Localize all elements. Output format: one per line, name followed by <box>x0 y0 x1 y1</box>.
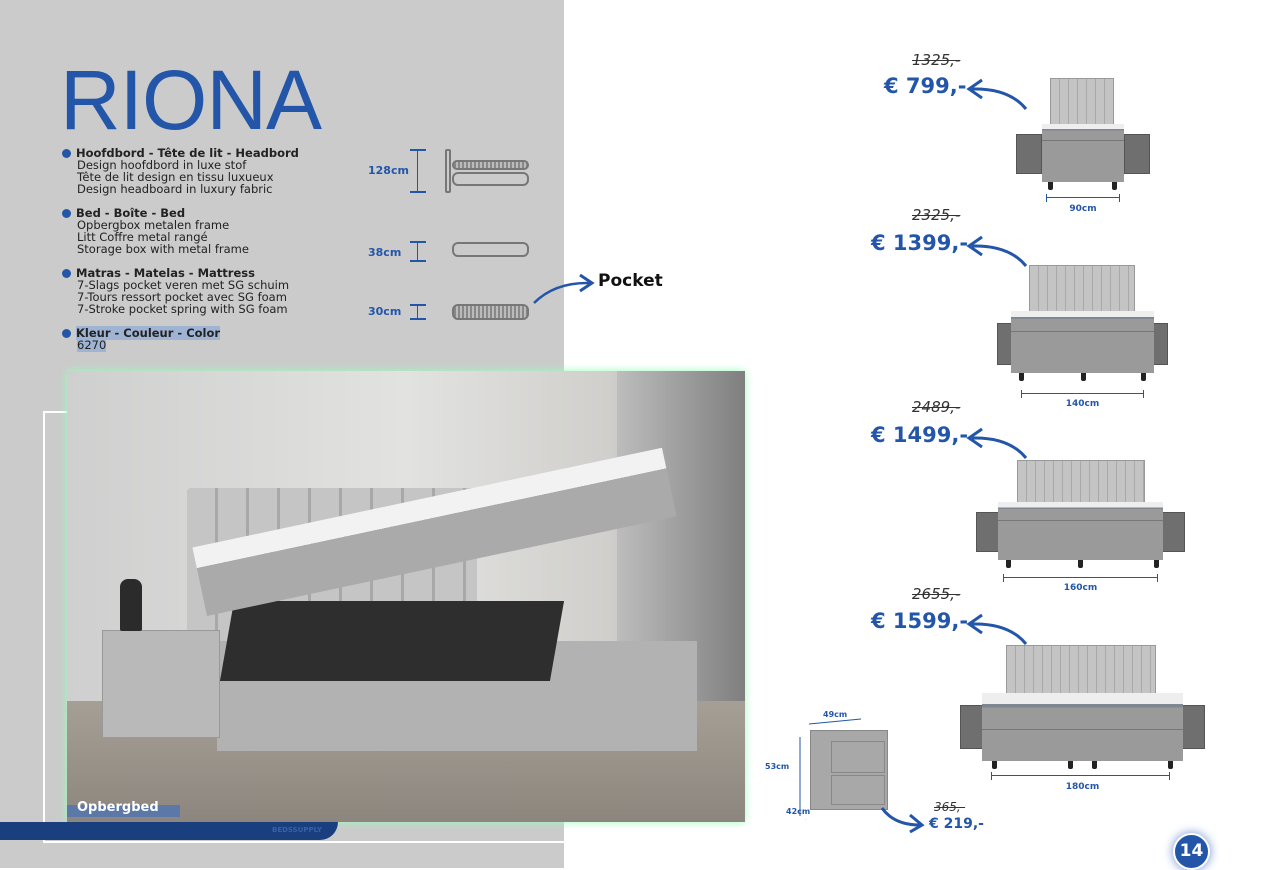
mattress-sketch <box>452 304 529 320</box>
pocket-label: Pocket <box>598 271 663 291</box>
photo-label-bg <box>67 805 180 817</box>
spec-line: 7-Stroke pocket spring with SG foam <box>77 302 288 316</box>
bed-width: 180cm <box>1065 782 1100 792</box>
mattress-sketch <box>452 160 529 170</box>
old-price: 365,- <box>934 800 966 814</box>
spec-mattress: Matras - Matelas - Mattress 7-Slags pock… <box>62 267 289 315</box>
arrow-icon <box>966 235 1028 267</box>
spec-line: Storage box with metal frame <box>77 242 249 256</box>
headboard-height: 128cm <box>368 164 409 177</box>
product-photo <box>67 371 745 822</box>
footer-bar <box>0 822 338 840</box>
price: € 1599,- <box>871 609 969 633</box>
arrow-icon <box>966 613 1028 645</box>
old-price: 2655,- <box>912 585 961 603</box>
photo-label: Opbergbed <box>77 800 159 815</box>
spec-line: Design headboard in luxury fabric <box>77 182 273 196</box>
bed-width: 160cm <box>1063 583 1098 593</box>
nightstand-width: 49cm <box>823 710 848 719</box>
spec-headboard: Hoofdbord - Tête de lit - Headbord Desig… <box>62 147 299 195</box>
page-number: 14 <box>1173 833 1210 870</box>
old-price: 1325,- <box>912 51 961 69</box>
spec-line: Design hoofdbord in luxe stof <box>77 158 247 172</box>
bed-180: 180cm <box>960 645 1205 795</box>
headboard-sketch <box>445 149 451 193</box>
spec-line: 7-Slags pocket veren met SG schuim <box>77 278 290 292</box>
bed-width: 140cm <box>1065 399 1100 409</box>
spec-heading: Kleur - Couleur - Color <box>76 326 221 340</box>
spec-line: Litt Coffre metal rangé <box>77 230 208 244</box>
price: € 219,- <box>929 816 984 832</box>
base-sketch <box>452 242 529 257</box>
arrow-icon <box>966 78 1028 110</box>
dimension-line <box>410 149 426 193</box>
old-price: 2325,- <box>912 206 961 224</box>
bed-width: 90cm <box>1069 204 1097 214</box>
bed-160: 160cm <box>976 460 1185 596</box>
dimension-lines <box>799 718 862 820</box>
price: € 1499,- <box>871 423 969 447</box>
spec-line: Opbergbox metalen frame <box>77 218 230 232</box>
bed-140: 140cm <box>997 265 1168 413</box>
bed-90: 90cm <box>1016 78 1150 218</box>
decorative-frame <box>43 411 564 843</box>
nightstand-height: 53cm <box>765 762 790 771</box>
spec-line: 7-Tours ressort pocket avec SG foam <box>77 290 287 304</box>
arrow-icon <box>880 807 925 833</box>
mattress-height: 30cm <box>368 305 402 318</box>
base-sketch <box>452 172 529 186</box>
product-title: RIONA <box>60 53 322 147</box>
bed-height: 38cm <box>368 246 402 259</box>
spec-heading: Hoofdbord - Tête de lit - Headbord <box>62 147 299 159</box>
price: € 799,- <box>884 74 967 98</box>
color-code: 6270 <box>77 338 107 352</box>
price: € 1399,- <box>871 231 969 255</box>
arrow-icon <box>966 427 1028 459</box>
old-price: 2489,- <box>912 398 961 416</box>
brand-logo: BEDSSUPPLY <box>272 826 323 834</box>
arrow-icon <box>533 273 595 304</box>
spec-heading: Bed - Boîte - Bed <box>62 207 249 219</box>
dimension-line <box>410 304 426 320</box>
nightstand-depth: 42cm <box>786 807 811 816</box>
nightstand <box>810 730 888 810</box>
spec-color: Kleur - Couleur - Color 6270 <box>62 326 221 352</box>
spec-heading: Matras - Matelas - Mattress <box>62 267 289 279</box>
dimension-line <box>410 241 426 262</box>
spec-bed: Bed - Boîte - Bed Opbergbox metalen fram… <box>62 207 249 255</box>
spec-line: Tête de lit design en tissu luxueux <box>77 170 274 184</box>
